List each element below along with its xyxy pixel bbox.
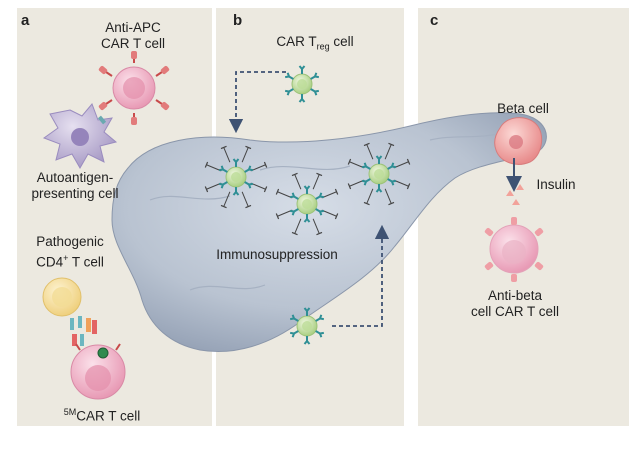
autoantigen-presenting-cell: [42, 103, 118, 170]
anti-beta-label-line2: cell CAR T cell: [470, 304, 560, 319]
5m-superscript: 5M: [63, 407, 77, 417]
immunosuppression-label: Immunosuppression: [216, 247, 338, 262]
beta-cell-label: Beta cell: [497, 101, 549, 116]
car-treg-cell-in-pancreas: [204, 145, 268, 209]
panel-c: [418, 8, 629, 426]
anti-apc-label-line2: CAR T cell: [100, 36, 166, 51]
car-treg-cell-legend: [284, 65, 320, 103]
anti-apc-label-line1: Anti-APC: [105, 20, 161, 35]
insulin-granules: [506, 184, 524, 205]
car-treg-cell-entering: [289, 307, 325, 345]
t-cell-text: T cell: [68, 254, 104, 270]
autoantigen-label-line1: Autoantigen-: [36, 170, 114, 185]
cd4-text: CD4: [36, 254, 64, 270]
anti-beta-car-t-cell: [484, 217, 544, 282]
pathogenic-label-line1: Pathogenic: [36, 234, 104, 249]
5m-car-label: 5MCAR T cell: [52, 404, 152, 425]
pathogenic-label: Pathogenic CD4+ T cell: [20, 234, 120, 271]
insulin-label: Insulin: [536, 177, 576, 192]
car-treg-cell-in-pancreas: [275, 172, 339, 236]
5m-car-t-cell: [70, 343, 126, 400]
treg-label-sub: reg: [316, 41, 330, 52]
anti-apc-label: Anti-APC CAR T cell: [88, 20, 178, 52]
panel-letter-c: c: [430, 12, 439, 29]
car-treg-cell-in-pancreas: [347, 142, 411, 206]
panel-letter-a: a: [21, 12, 30, 29]
treg-label-pre: CAR T: [276, 34, 317, 49]
pathogenic-cd4-t-cell: [42, 277, 82, 317]
panel-letter-b: b: [233, 12, 243, 29]
autoantigen-label-line2: presenting cell: [31, 186, 119, 201]
pathogenic-label-line2: CD4+ T cell: [20, 250, 120, 271]
5m-car-text: CAR T cell: [76, 408, 141, 424]
beta-cell: [494, 117, 543, 165]
pancreas-texture: [149, 131, 506, 291]
treg-homing-arrow-top: [228, 71, 286, 134]
anti-beta-label: Anti-beta cell CAR T cell: [460, 288, 570, 320]
anti-apc-car-t-cell: [98, 51, 170, 125]
cd4-superscript: +: [63, 253, 69, 263]
autoantigen-label: Autoantigen- presenting cell: [20, 170, 130, 202]
pancreas: [111, 112, 547, 353]
treg-label: CAR Treg cell: [255, 34, 375, 55]
anti-beta-label-line1: Anti-beta: [487, 288, 543, 303]
tcr-mhc-interaction: [70, 316, 97, 346]
treg-homing-arrow-bottom: [332, 224, 390, 327]
treg-label-post: cell: [329, 34, 354, 49]
